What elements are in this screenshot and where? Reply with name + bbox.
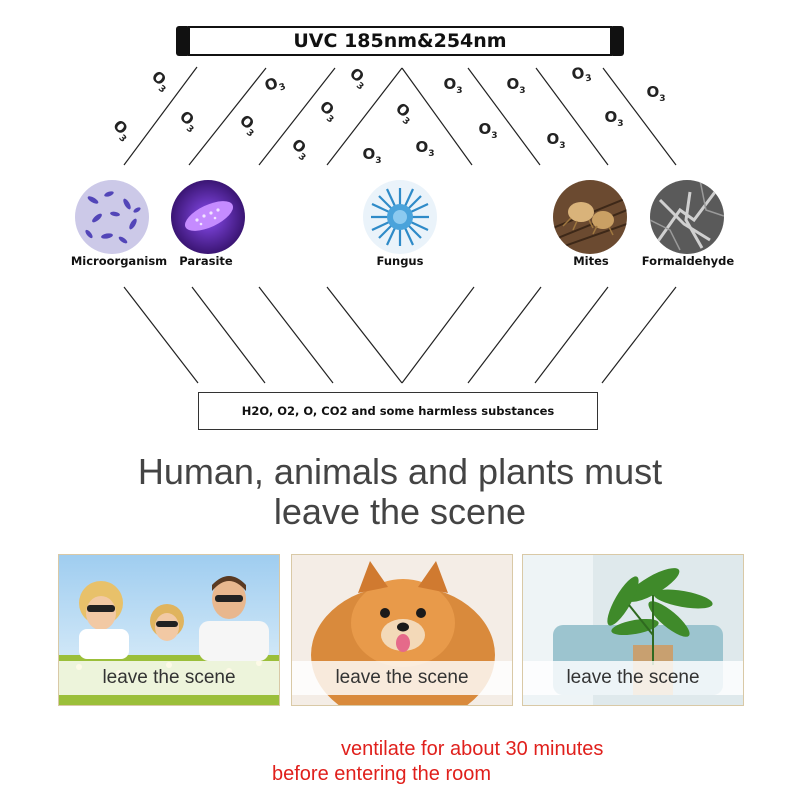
ozone-marker: O3 [107, 116, 135, 144]
uv-ray [467, 67, 541, 166]
uv-ray [326, 67, 403, 166]
uv-ray [602, 67, 677, 166]
target-label-formaldehyde: Formaldehyde [641, 254, 735, 268]
headline-line-1: Human, animals and plants must [137, 451, 663, 492]
ozone-marker: O3 [314, 97, 342, 125]
mites-icon [553, 180, 627, 254]
warning-line-1: ventilate for about 30 minutes [341, 738, 604, 760]
ozone-marker: O3 [443, 75, 462, 96]
result-line [534, 286, 609, 384]
lamp-right-cap [610, 26, 624, 56]
photo-caption: leave the scene [523, 661, 743, 695]
photo-caption: leave the scene [59, 661, 279, 695]
ozone-marker: O3 [506, 75, 525, 96]
formaldehyde-icon [650, 180, 724, 254]
result-box: H2O, O2, O, CO2 and some harmless substa… [198, 392, 598, 430]
converging-lines [123, 286, 677, 384]
headline: Human, animals and plants must leave the… [0, 452, 800, 532]
ozone-marker: O3 [262, 72, 287, 98]
uv-ray [123, 66, 198, 166]
result-line [467, 286, 542, 384]
result-line [258, 286, 334, 384]
parasite-icon [171, 180, 245, 254]
fungus-icon [363, 180, 437, 254]
warning-line-2: before entering the room [272, 763, 492, 785]
family-photo: leave the scene [58, 554, 280, 706]
ozone-marker: O3 [344, 64, 372, 92]
ozone-marker: O3 [390, 99, 418, 127]
target-label-microorganism: Microorganism [70, 254, 168, 268]
result-line [123, 286, 199, 384]
ozone-marker: O3 [415, 138, 434, 159]
uv-ray [535, 67, 609, 166]
uv-ray [188, 67, 267, 166]
ozone-marker: O3 [174, 107, 202, 135]
ozone-marker: O3 [646, 83, 665, 104]
ozone-marker: O3 [478, 120, 497, 141]
lamp-left-cap [176, 26, 190, 56]
ozone-marker: O3 [234, 111, 262, 139]
ozone-marker: O3 [570, 63, 592, 87]
ozone-marker: O3 [146, 67, 174, 95]
microorganism-icon [75, 180, 149, 254]
ozone-marker: O3 [286, 135, 314, 163]
target-label-mites: Mites [573, 254, 609, 268]
uv-ray [401, 67, 473, 166]
headline-line-2: leave the scene [273, 491, 527, 532]
ozone-marker: O3 [546, 130, 565, 151]
photo-caption: leave the scene [292, 661, 512, 695]
plant-photo: leave the scene [522, 554, 744, 706]
dog-photo: leave the scene [291, 554, 513, 706]
uv-rays [123, 66, 677, 166]
uvc-lamp: UVC 185nm&254nm [176, 26, 624, 56]
ozone-marker: O3 [604, 108, 623, 129]
target-label-fungus: Fungus [376, 254, 424, 268]
target-label-parasite: Parasite [179, 254, 233, 268]
ozone-marker: O3 [362, 145, 381, 166]
result-line [326, 286, 403, 384]
result-line [191, 286, 266, 384]
result-line [601, 286, 677, 384]
uv-ray [258, 67, 336, 166]
result-line [401, 286, 475, 384]
